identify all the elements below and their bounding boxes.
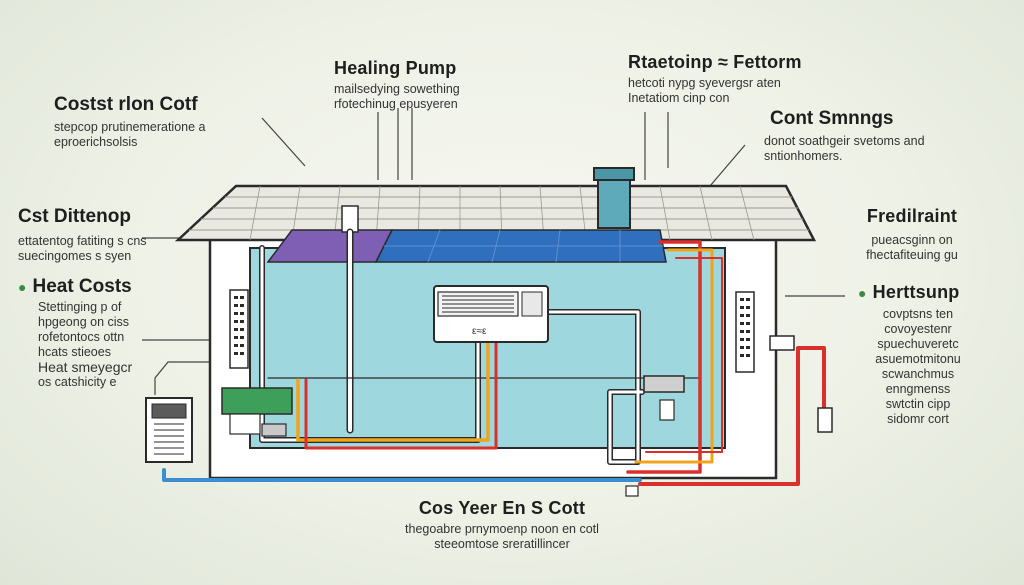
- label-left-lower: ● Heat Costs Stettinging p of hpgeong on …: [18, 276, 132, 390]
- label-top-right-line-2: Inetatiom cinp con: [628, 91, 730, 105]
- label-bottom-title: Cos Yeer En S Cott: [418, 498, 586, 518]
- label-top-center-line-1: mailsedying sowething: [334, 82, 460, 96]
- label-left-mid-line-2: suecingomes s syen: [18, 249, 132, 263]
- label-right-lower-line-2: covoyestenr: [884, 322, 952, 336]
- label-right-lower-title: Herttsunp: [872, 282, 960, 302]
- label-right-lower: ● Herttsunp covptsns ten covoyestenr spue…: [858, 282, 978, 427]
- label-right-lower-line-4: asuemotmitonu: [875, 352, 961, 366]
- label-left-lower-line-6: os catshicity e: [38, 375, 117, 389]
- label-left-mid: Cst Dittenop ettatentog fatiting s cns s…: [18, 206, 147, 264]
- label-right-lower-line-5: scwanchmus: [881, 367, 955, 381]
- label-top-left-line-1: stepcop prutinemeratione a: [54, 120, 206, 134]
- label-left-lower-line-3: rofetontocs ottn: [38, 330, 125, 344]
- label-right-mid: Fredilraint pueacsginn on fhectafiteuing…: [842, 206, 982, 263]
- label-right-lower-line-1: covptsns ten: [882, 307, 954, 321]
- label-left-lower-line-5: Heat smeyegcr: [38, 359, 133, 375]
- label-left-lower-line-4: hcats stieoes: [38, 345, 111, 359]
- roof-vent: [341, 205, 359, 233]
- label-top-right-title: Rtaetoinp ≈ Fettorm: [628, 52, 802, 72]
- chimney: [597, 175, 631, 229]
- label-top-left: Costst rlon Cotf stepcop prutinemeration…: [54, 94, 205, 150]
- label-right-lower-line-3: spuechuveretc: [877, 337, 959, 351]
- label-left-lower-line-2: hpgeong on ciss: [38, 315, 130, 329]
- label-right-upper-line-2: sntionhomers.: [764, 149, 843, 163]
- label-right-upper-title: Cont Smnngs: [770, 108, 894, 129]
- label-top-center: Healing Pump mailsedying sowething rfote…: [334, 58, 460, 112]
- label-left-lower-title: Heat Costs: [32, 276, 132, 297]
- solar-panel-grid: [384, 229, 663, 263]
- label-top-center-line-2: rfotechinug epusyeren: [334, 97, 458, 111]
- label-right-lower-line-8: sidomr cort: [887, 412, 949, 426]
- bullet-icon: ●: [18, 279, 27, 295]
- ac-grille: [442, 295, 514, 313]
- label-right-lower-line-6: enngmenss: [885, 382, 951, 396]
- label-bottom-line-1: thegoabre prnymoenp noon en cotl: [405, 522, 599, 536]
- label-right-upper-line-1: donot soathgeir svetoms and: [764, 134, 925, 148]
- label-left-lower-line-1: Stettinging p of: [38, 300, 122, 314]
- heat-pump-module: [221, 387, 293, 415]
- left-control-panel: [229, 289, 249, 369]
- right-control-panel: [735, 291, 755, 373]
- label-top-right: Rtaetoinp ≈ Fettorm hetcoti nypg syeverg…: [628, 52, 802, 106]
- label-left-mid-line-1: ettatentog fatiting s cns: [18, 234, 147, 248]
- label-right-mid-line-2: fhectafiteuing gu: [866, 248, 958, 262]
- label-right-lower-line-7: swtctin cipp: [885, 397, 951, 411]
- label-right-mid-line-1: pueacsginn on: [871, 233, 953, 247]
- label-top-right-line-1: hetcoti nypg syevergsr aten: [628, 76, 781, 90]
- pipes: [162, 228, 826, 486]
- label-top-left-title: Costst rlon Cotf: [54, 94, 198, 115]
- label-left-mid-title: Cst Dittenop: [18, 206, 131, 227]
- bullet-icon: ●: [858, 285, 867, 301]
- label-top-center-title: Healing Pump: [334, 58, 457, 78]
- label-bottom: Cos Yeer En S Cott thegoabre prnymoenp n…: [372, 498, 632, 552]
- pipe-valve: [643, 375, 685, 393]
- ac-unit-label: ε≈ε: [472, 326, 487, 337]
- label-top-left-line-2: eproerichsolsis: [54, 135, 138, 149]
- exterior-fitting: [769, 335, 795, 351]
- exterior-valve: [817, 407, 833, 433]
- label-bottom-line-2: steeomtose sreratillincer: [434, 537, 570, 551]
- label-right-mid-title: Fredilraint: [866, 206, 958, 226]
- label-right-upper: Cont Smnngs donot soathgeir svetoms and …: [764, 108, 925, 164]
